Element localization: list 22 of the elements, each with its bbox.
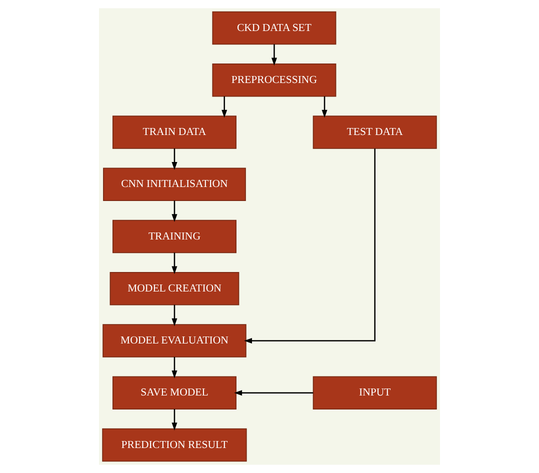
node-box: MODEL CREATION — [110, 272, 240, 306]
arrow — [172, 200, 178, 222]
arrow — [172, 148, 178, 170]
arrow — [271, 44, 277, 66]
arrow — [322, 96, 328, 118]
arrow — [172, 356, 178, 378]
node-box: MODEL EVALUATION — [102, 324, 246, 358]
arrow — [244, 148, 376, 344]
node-box: TRAIN DATA — [112, 116, 236, 149]
node-box: SAVE MODEL — [112, 376, 236, 410]
arrow — [172, 409, 178, 430]
node-box: INPUT — [312, 376, 437, 410]
node-box: CKD DATA SET — [212, 11, 336, 45]
arrow — [234, 390, 314, 396]
node-box: TRAINING — [112, 220, 236, 254]
node-box: CNN INITIALISATION — [103, 168, 246, 201]
arrow — [222, 96, 228, 118]
node-box: PREDICTION RESULT — [102, 428, 247, 462]
arrow — [172, 252, 178, 274]
node-box: PREPROCESSING — [212, 64, 336, 97]
arrow — [172, 304, 178, 326]
node-box: TEST DATA — [312, 116, 437, 149]
